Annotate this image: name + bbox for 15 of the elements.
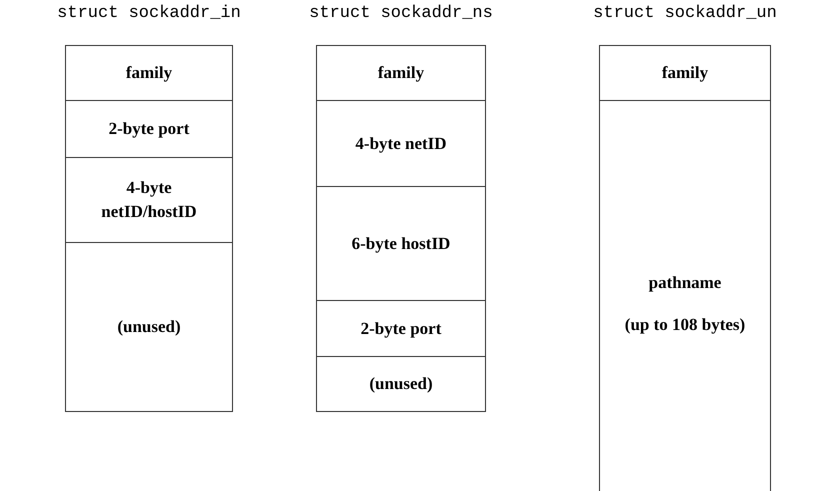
field-label: (up to 108 bytes) xyxy=(624,314,746,336)
field-label: 2-byte port xyxy=(108,118,190,140)
field-label: (unused) xyxy=(369,372,433,395)
field-label: family xyxy=(378,62,424,84)
field-label: pathname xyxy=(648,272,722,294)
struct-name: struct sockaddr_in xyxy=(57,4,241,23)
field-label: 2-byte port xyxy=(360,318,442,340)
field-label: family xyxy=(662,62,708,84)
field-label: family xyxy=(126,62,172,84)
struct-name: struct sockaddr_un xyxy=(593,4,777,23)
field-label: 4-byte netID xyxy=(355,132,447,155)
field-label: 6-byte hostID xyxy=(352,232,450,255)
field-label: (unused) xyxy=(117,316,181,338)
struct-name: struct sockaddr_ns xyxy=(309,4,493,23)
field-label: 4-byte netID/hostID xyxy=(100,177,198,223)
